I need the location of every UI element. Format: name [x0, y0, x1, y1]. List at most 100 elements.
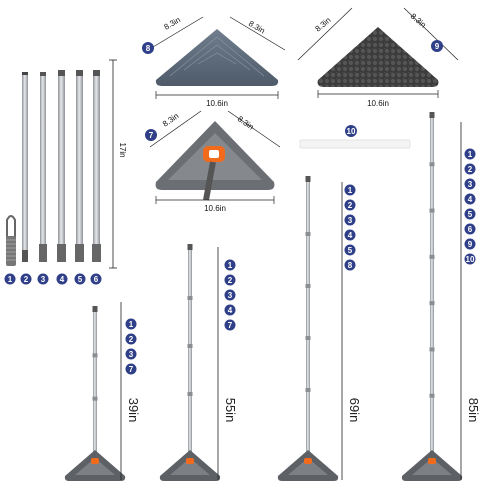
svg-text:1: 1 [129, 320, 134, 329]
spring-connector [6, 215, 16, 266]
pole-badge-2: 2 [20, 273, 32, 285]
pole-badges: 1 2 3 4 5 6 [4, 273, 102, 285]
pole-2 [22, 72, 28, 262]
assembled-mop-85in: 85in 1 2 3 4 5 6 9 10 [401, 112, 481, 481]
mop-head-width: 10.6in [204, 204, 226, 213]
chenille-pad-side-left: 8.3in [314, 15, 333, 33]
length-label-c39: 39in [126, 398, 141, 423]
svg-text:8: 8 [348, 261, 353, 270]
config-badge-c85-3: 3 [464, 178, 476, 190]
config-badge-c39-7: 7 [125, 363, 137, 375]
config-badge-c69-1: 1 [344, 184, 356, 196]
pole-height-label: 17in [118, 142, 127, 157]
scraper-strip [299, 139, 411, 149]
pole-badge-3: 3 [37, 273, 49, 285]
assembled-mop-39in: 39in 1 2 3 7 [64, 302, 141, 481]
svg-text:3: 3 [468, 180, 473, 189]
config-badge-c39-3: 3 [125, 348, 137, 360]
svg-text:6: 6 [94, 275, 99, 284]
svg-text:4: 4 [348, 231, 353, 240]
svg-text:1: 1 [8, 275, 13, 284]
pole-badge-4: 4 [56, 273, 68, 285]
pole-3 [39, 72, 47, 262]
config-badge-c69-8: 8 [344, 259, 356, 271]
svg-text:4: 4 [468, 195, 473, 204]
chenille-pad-group: 8.3in 8.3in 10.6in 9 [297, 7, 459, 108]
config-badge-c69-5: 5 [344, 244, 356, 256]
assembled-mops: 39in 1 2 3 7 55in 1 2 3 4 7 69in 1 2 3 4 5 8 85in 1 2 3 4 5 6 9 10 [64, 112, 481, 481]
config-badge-c85-6: 6 [464, 223, 476, 235]
config-badge-c55-1: 1 [224, 259, 236, 271]
mop-head-side-left: 8.3in [161, 111, 180, 128]
pole-badge-1: 1 [4, 273, 16, 285]
config-badge-c55-3: 3 [224, 289, 236, 301]
length-label-c69: 69in [347, 398, 362, 423]
config-badge-c85-2: 2 [464, 163, 476, 175]
pole-sections: 17in 1 2 3 4 5 6 [4, 59, 127, 285]
svg-text:2: 2 [468, 165, 473, 174]
assembled-pole [93, 310, 97, 462]
config-badge-c69-4: 4 [344, 229, 356, 241]
length-label-c85: 85in [466, 398, 481, 423]
config-badge-c39-1: 1 [125, 318, 137, 330]
svg-text:3: 3 [129, 350, 134, 359]
svg-text:5: 5 [348, 246, 353, 255]
mop-head-group: 8.3in 8.3in 10.6in 7 [145, 110, 281, 213]
svg-text:5: 5 [468, 210, 473, 219]
chenille-pad-width: 10.6in [367, 99, 389, 108]
svg-text:6: 6 [468, 225, 473, 234]
svg-text:10: 10 [347, 127, 356, 136]
chenille-pad-side-right: 8.3in [409, 12, 428, 30]
pole-4 [57, 70, 66, 262]
badge-flat-pad: 8 [142, 42, 154, 54]
config-badge-c85-9: 9 [464, 238, 476, 250]
config-badge-c85-10: 10 [464, 253, 476, 265]
flat-pad-side-left: 8.3in [163, 15, 183, 31]
pole-5 [75, 70, 84, 262]
config-badge-c55-7: 7 [224, 319, 236, 331]
svg-text:1: 1 [228, 261, 233, 270]
mop-head-side-right: 8.3in [236, 114, 255, 131]
svg-text:1: 1 [468, 150, 473, 159]
pole-badge-6: 6 [90, 273, 102, 285]
pole-height-dimension: 17in [109, 59, 127, 269]
config-badge-c39-2: 2 [125, 333, 137, 345]
flat-pad-width: 10.6in [206, 99, 228, 108]
svg-text:3: 3 [348, 216, 353, 225]
svg-text:3: 3 [228, 291, 233, 300]
flat-microfiber-pad [155, 29, 279, 86]
svg-text:3: 3 [41, 275, 46, 284]
pole-badge-5: 5 [74, 273, 86, 285]
svg-text:2: 2 [24, 275, 29, 284]
config-badge-c85-4: 4 [464, 193, 476, 205]
svg-text:10: 10 [466, 255, 475, 264]
scraper-group: 10 [299, 125, 411, 149]
svg-text:5: 5 [78, 275, 83, 284]
config-badge-c85-5: 5 [464, 208, 476, 220]
assembled-pole [306, 180, 310, 462]
flat-pad-group: 8.3in 8.3in 10.6in 8 [142, 15, 286, 108]
badge-mop-head: 7 [145, 129, 157, 141]
assembled-pole [188, 248, 192, 462]
badge-scraper: 10 [345, 125, 357, 137]
svg-text:4: 4 [60, 275, 65, 284]
length-label-c55: 55in [223, 398, 238, 423]
config-badge-c55-2: 2 [224, 274, 236, 286]
assembled-mop-69in: 69in 1 2 3 4 5 8 [277, 176, 362, 481]
config-badge-c55-4: 4 [224, 304, 236, 316]
svg-text:2: 2 [348, 201, 353, 210]
config-badge-c69-2: 2 [344, 199, 356, 211]
svg-text:2: 2 [129, 335, 134, 344]
badge-chenille-pad: 9 [431, 40, 443, 52]
svg-text:7: 7 [149, 131, 154, 140]
assembled-mop-55in: 55in 1 2 3 4 7 [159, 244, 238, 481]
svg-text:7: 7 [228, 321, 233, 330]
svg-text:1: 1 [348, 186, 353, 195]
svg-text:2: 2 [228, 276, 233, 285]
config-badge-c69-3: 3 [344, 214, 356, 226]
svg-text:9: 9 [435, 42, 440, 51]
svg-text:8: 8 [146, 44, 151, 53]
chenille-pad [317, 27, 439, 87]
